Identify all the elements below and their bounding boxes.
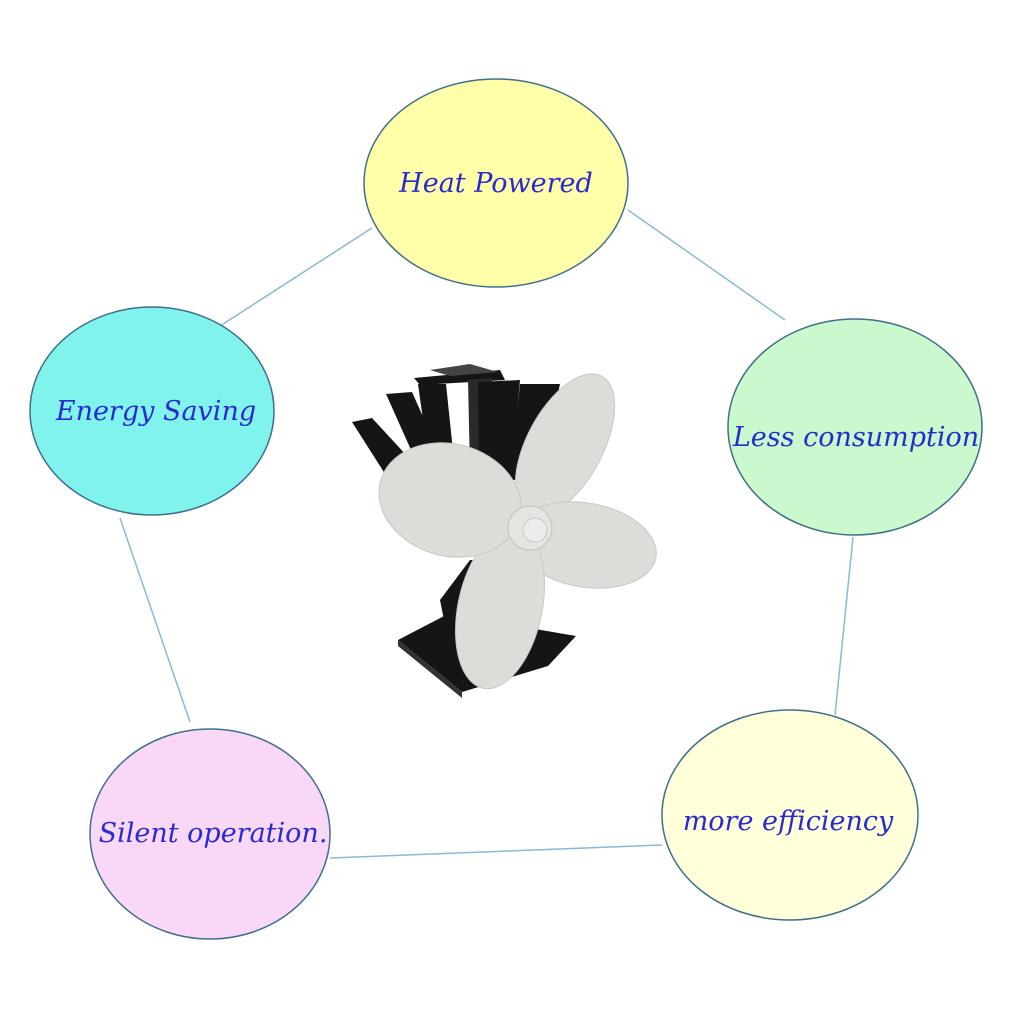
- connectors: [119, 209, 854, 859]
- connector-less-efficiency: [834, 536, 854, 716]
- connector-energy-silent: [119, 517, 191, 723]
- feature-label: Less consumption: [732, 422, 979, 453]
- connector-heat-less: [627, 209, 786, 321]
- feature-bubble: [363, 78, 629, 288]
- feature-label: more efficiency: [683, 806, 894, 837]
- feature-silent-operation: Silent operation.: [89, 728, 331, 940]
- feature-energy-saving: Energy Saving: [29, 306, 275, 516]
- feature-label: Silent operation.: [99, 818, 328, 849]
- feature-heat-powered: Heat Powered: [363, 78, 629, 288]
- feature-less-consumption: Less consumption: [727, 318, 983, 536]
- stove-fan-icon: [352, 364, 657, 698]
- feature-label: Heat Powered: [398, 168, 593, 199]
- feature-bubble: [89, 728, 331, 940]
- connector-silent-efficiency: [329, 844, 663, 859]
- feature-bubble: [727, 318, 983, 536]
- feature-label: Energy Saving: [55, 396, 256, 427]
- feature-bubble: [29, 306, 275, 516]
- feature-bubble: [661, 709, 919, 921]
- connector-heat-energy: [219, 227, 373, 327]
- feature-more-efficiency: more efficiency: [661, 709, 919, 921]
